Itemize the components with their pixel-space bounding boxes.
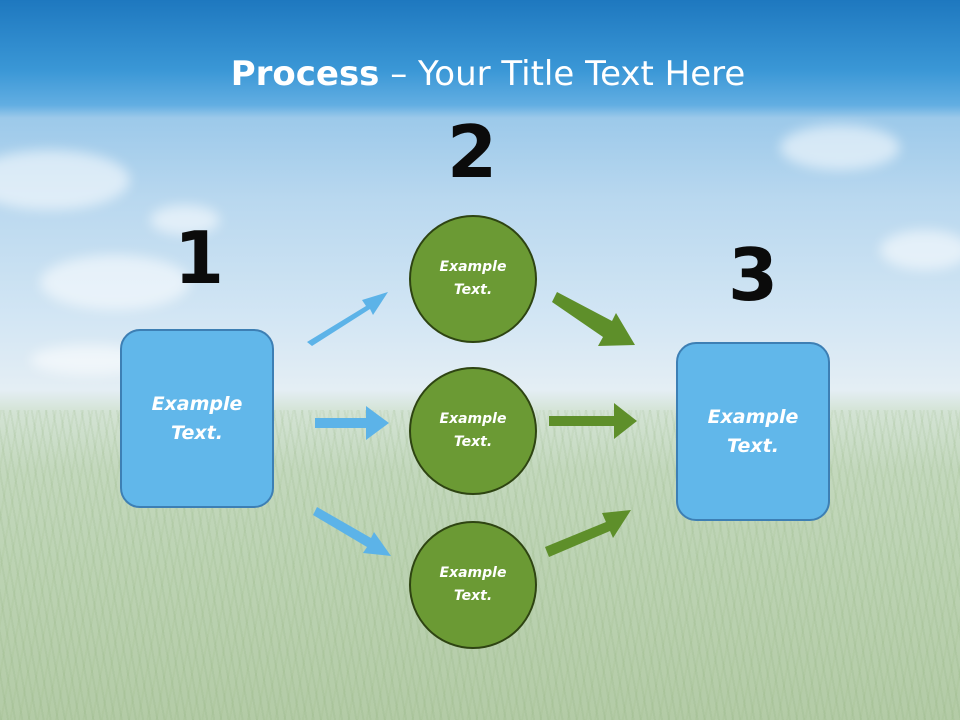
cloud [40, 255, 190, 310]
step-1-label: Example Text. [151, 392, 243, 444]
arrow-green-down [552, 292, 635, 346]
step-2-circle-3: Example Text. [409, 521, 537, 649]
step-3-number: 3 [727, 233, 779, 317]
step-2-circle-1: Example Text. [409, 215, 537, 343]
title-bold: Process [230, 54, 380, 94]
arrow-blue-right [315, 406, 389, 440]
arrow-green-right [549, 403, 637, 439]
circle-label: Example Text. [439, 411, 507, 450]
arrow-blue-down [313, 507, 391, 556]
step-1-number: 1 [173, 216, 225, 300]
cloud [780, 125, 900, 170]
cloud [880, 230, 960, 270]
arrow-green-up [545, 510, 631, 557]
step-1-box: Example Text. [120, 329, 274, 508]
slide-title: Process – Your Title Text Here [0, 52, 960, 96]
step-3-label: Example Text. [707, 405, 799, 457]
circle-label: Example Text. [439, 565, 507, 604]
step-2-number: 2 [446, 110, 498, 194]
cloud [150, 205, 220, 235]
circle-label: Example Text. [439, 259, 507, 298]
cloud [0, 150, 130, 210]
arrow-blue-up [307, 292, 388, 346]
step-2-circle-2: Example Text. [409, 367, 537, 495]
title-rest: – Your Title Text Here [379, 54, 746, 94]
step-3-box: Example Text. [676, 342, 830, 521]
